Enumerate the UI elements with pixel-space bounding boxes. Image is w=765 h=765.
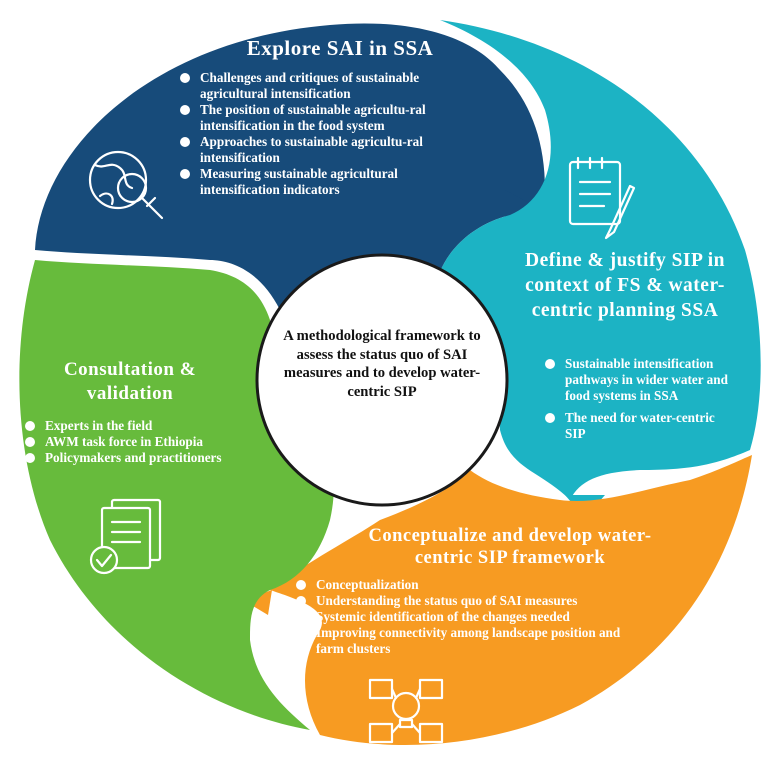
explore-list: Challenges and critiques of sustainable … — [180, 70, 470, 198]
list-item: AWM task force in Ethiopia — [25, 434, 275, 450]
list-item: Sustainable intensification pathways in … — [545, 356, 735, 404]
list-item: Policymakers and practitioners — [25, 450, 275, 466]
conceptualize-title: Conceptualize and develop water-centric … — [368, 526, 652, 568]
conceptualize-segment — [270, 455, 752, 745]
globe-magnifier-icon — [88, 150, 164, 220]
list-item: Improving connectivity among landscape p… — [296, 625, 646, 657]
explore-segment — [35, 23, 545, 310]
list-item: The position of sustainable agricultu-ra… — [180, 102, 470, 134]
consult-segment — [19, 260, 334, 730]
conceptualize-list: Conceptualization Understanding the stat… — [296, 577, 646, 657]
list-item: Approaches to sustainable agricultu-ral … — [180, 134, 470, 166]
list-item: Experts in the field — [25, 418, 275, 434]
center-text: A methodological framework to assess the… — [283, 328, 481, 400]
list-item: Challenges and critiques of sustainable … — [180, 70, 470, 102]
center-circle — [255, 253, 509, 507]
consult-list: Experts in the field AWM task force in E… — [25, 418, 275, 466]
idea-network-icon — [368, 678, 444, 744]
list-item: Systemic identification of the changes n… — [296, 609, 646, 625]
list-item: Understanding the status quo of SAI meas… — [296, 593, 646, 609]
conceptualize-arrow — [243, 590, 272, 615]
documents-check-icon — [89, 498, 162, 575]
notepad-pen-icon — [568, 156, 636, 240]
list-item: The need for water-centric SIP — [545, 410, 735, 442]
list-item: Conceptualization — [296, 577, 646, 593]
explore-title: Explore SAI in SSA — [246, 36, 434, 60]
define-title: Define & justify SIP in context of FS & … — [524, 250, 725, 321]
consult-title: Consultation & validation — [63, 359, 197, 404]
define-list: Sustainable intensification pathways in … — [545, 356, 735, 442]
list-item: Measuring sustainable agricultural inten… — [180, 166, 470, 198]
define-segment — [435, 20, 761, 500]
